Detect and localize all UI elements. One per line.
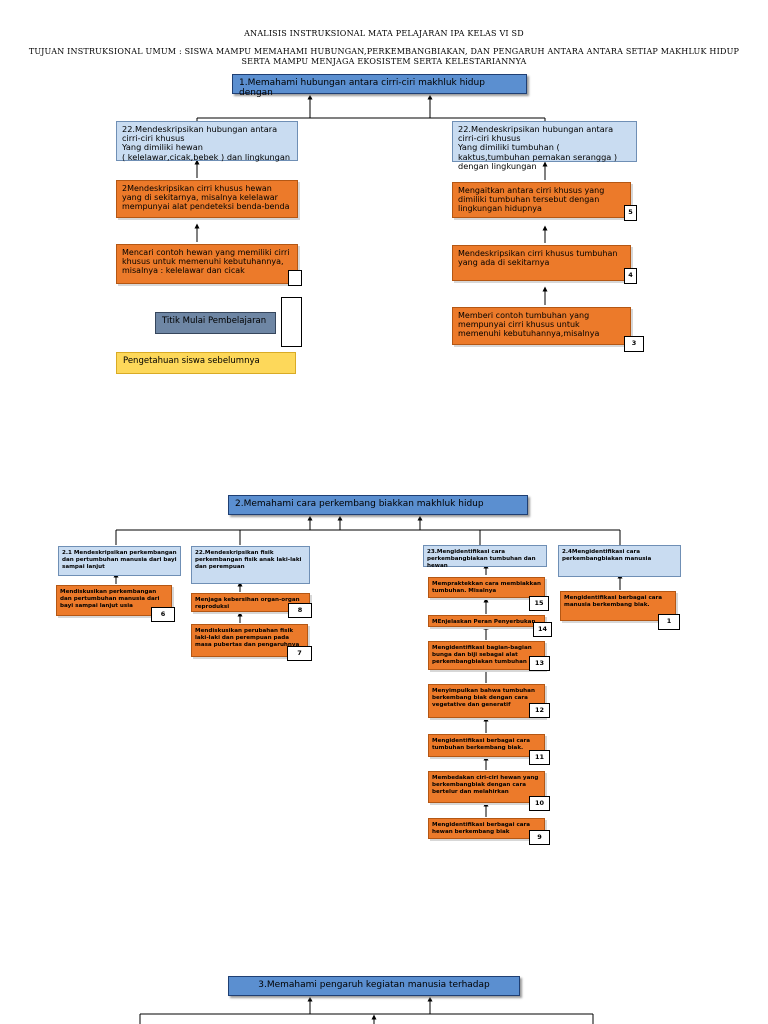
competency-1-box: 1.Memahami hubungan antara cirri-ciri ma… (232, 74, 527, 98)
competency-2-box: 2.Memahami cara perkembang biakkan makhl… (228, 495, 528, 515)
indicator-2-1-box: 2.1 Mendeskripsikan perkembangan dan per… (58, 546, 181, 576)
legend-empty-box (281, 297, 302, 347)
step-describe-plant-traits: Mendeskripsikan cirri khusus tumbuhan ya… (452, 245, 631, 281)
step-practice-plant-breeding: Mempraktekkan cara membiakkan tumbuhan. … (428, 577, 545, 598)
indicator-2-3-box: 23.Mengidentifikasi cara perkembangbiaka… (423, 545, 547, 569)
legend-start-point: Titik Mulai Pembelajaran (155, 312, 276, 334)
step-number-9: 9 (529, 830, 550, 845)
step-number-box (288, 270, 302, 286)
step-number-5: 5 (624, 205, 637, 221)
step-identify-flower-parts: Mengidentifikasi bagian-bagian bunga dan… (428, 641, 545, 670)
legend-prior-knowledge: Pengetahuan siswa sebelumnya (116, 352, 296, 374)
indicator-2-4-box: 2.4Mengidentifikasi cara perkembangbiaka… (558, 545, 681, 577)
step-identify-animal-reproduction: Mengidentifikasi berbagai cara hewan ber… (428, 818, 545, 839)
step-number-1: 1 (658, 614, 680, 630)
step-number-8: 8 (288, 603, 312, 618)
step-number-14: 14 (533, 622, 552, 637)
step-number-11: 11 (529, 750, 550, 765)
step-keep-reproductive-hygiene: Menjaga kebersihan organ-organ reproduks… (191, 593, 310, 612)
step-conclude-plant-reproduction: Menyimpulkan bahwa tumbuhan berkembang b… (428, 684, 545, 718)
step-number-12: 12 (529, 703, 550, 718)
step-give-plant-examples: Memberi contoh tumbuhan yang mempunyai c… (452, 307, 631, 345)
step-describe-animal-traits: 2Mendeskripsikan cirri khusus hewan yang… (116, 180, 298, 218)
competency-3-box: 3.Memahami pengaruh kegiatan manusia ter… (228, 976, 520, 996)
indicator-plant-traits-box: 22.Mendeskripsikan hubungan antara cirri… (452, 121, 637, 170)
step-explain-pollination: MEnjelaskan Peran Penyerbukan (428, 615, 545, 627)
general-goal-line2: SERTA MAMPU MENJAGA EKOSISTEM SERTA KELE… (241, 57, 527, 66)
document-title: ANALISIS INSTRUKSIONAL MATA PELAJARAN IP… (244, 29, 524, 38)
step-identify-human-reproduction: Mengidentifikasi berbagai cara manusia b… (560, 591, 676, 621)
step-number-13: 13 (529, 656, 550, 671)
step-number-6: 6 (151, 607, 175, 622)
step-differentiate-animal-birth: Membedakan ciri-ciri hewan yang berkemba… (428, 771, 545, 803)
step-number-7: 7 (287, 646, 312, 661)
step-number-3: 3 (624, 336, 644, 352)
general-goal-line1: TUJUAN INSTRUKSIONAL UMUM : SISWA MAMPU … (28, 47, 740, 56)
step-identify-plant-reproduction: Mengidentifikasi berbagai cara tumbuhan … (428, 734, 545, 757)
indicator-animal-traits-box: 22.Mendeskripsikan hubungan antara cirri… (116, 121, 298, 161)
step-number-4: 4 (624, 268, 637, 284)
step-find-animal-examples: Mencari contoh hewan yang memiliki cirri… (116, 244, 298, 284)
step-relate-plant-traits: Mengaitkan antara cirri khusus yang dimi… (452, 182, 631, 218)
indicator-2-2-box: 22.Mendeskripsikan fisik perkembangan fi… (191, 546, 310, 584)
step-number-15: 15 (529, 596, 549, 611)
step-number-10: 10 (529, 796, 550, 811)
